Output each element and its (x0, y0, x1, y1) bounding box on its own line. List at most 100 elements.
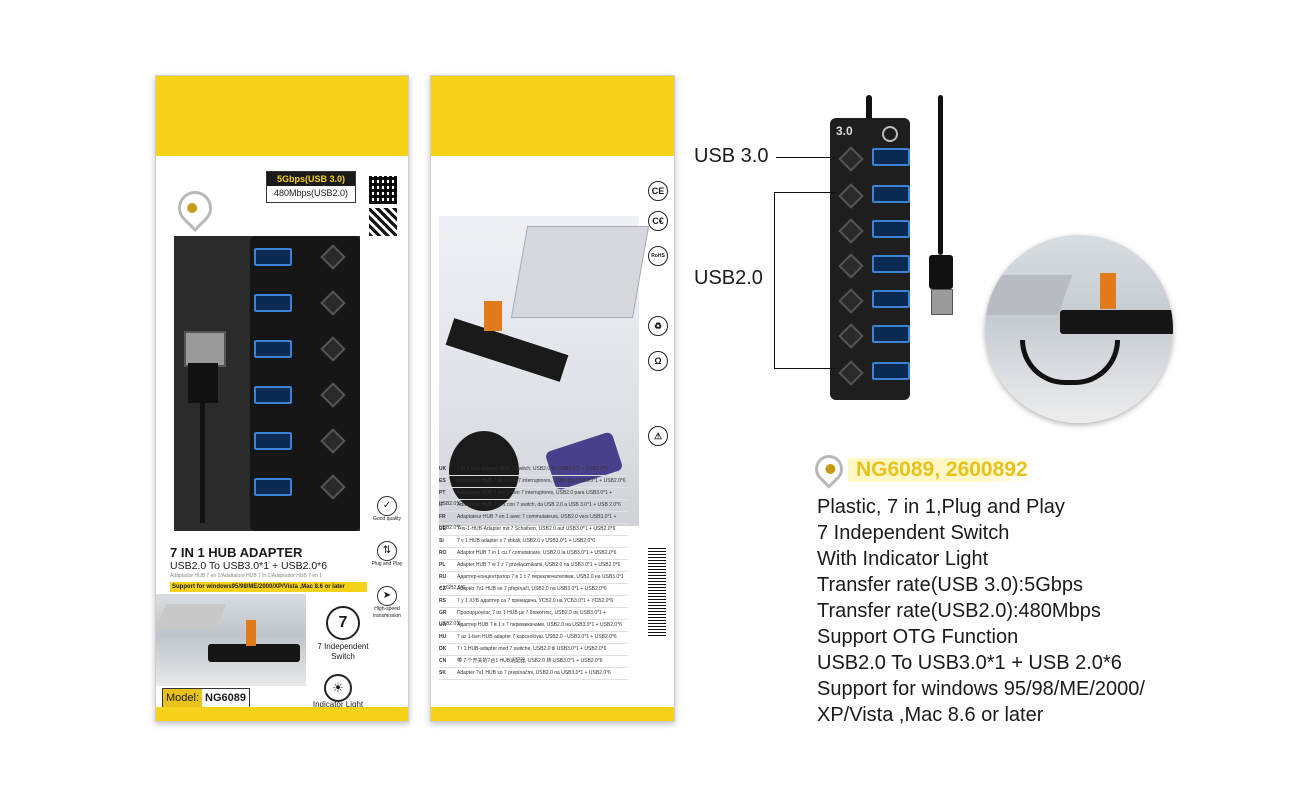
feature-line: USB2.0 To USB3.0*1 + USB 2.0*6 (817, 652, 1122, 674)
product-window (174, 236, 360, 531)
switch-count-label: 7 Independent Switch (317, 642, 369, 661)
table-row: SK Adaptér 7v1 HUB so 7 prepínačmi, USB2.… (439, 668, 628, 680)
package-small-line: Adaptador HUB 7 en 1/Adattatore HUB 7 in… (170, 573, 323, 579)
usb2-bracket-top (774, 192, 836, 193)
ohm-icon: Ω (648, 351, 668, 371)
usb-plug-icon (929, 255, 953, 289)
lang-text: Adattatore HUB 7 in 1 con 7 switch, da U… (457, 502, 621, 508)
lang-text: Адаптер HUB 7 в 1 з 7 перемикачами, USB2… (457, 622, 622, 628)
finger-closeup-shape (449, 431, 519, 511)
lang-code: DE (439, 526, 446, 532)
hub-photo-shape (445, 318, 569, 382)
usb-stick-shape (1100, 273, 1116, 309)
usb-cable-line (938, 95, 943, 255)
usb2-bracket-vertical (774, 192, 775, 368)
lang-code: UA (439, 622, 447, 628)
usb3-callout-line (776, 157, 836, 158)
usb-plug-metal (931, 289, 953, 315)
plug-and-play-icon: ⇅ (377, 541, 397, 561)
lang-text: 带 7 个开关的7合1 HUB适配器, USB2.0 转 USB3.0*1 + … (457, 658, 603, 664)
feature-line: Transfer rate(USB2.0):480Mbps (817, 600, 1101, 622)
lang-text: Adaptador HUB 7 en 1 con 7 interruptores… (457, 478, 626, 484)
package-front-window-frame (156, 156, 408, 166)
hub-usb3-badge: 3.0 (836, 124, 853, 138)
speed-badge-usb2: 480Mbps(USB2.0) (273, 188, 349, 198)
lang-text: 7 у 1 ХУБ адаптер са 7 прекидача, УСБ2.0… (457, 598, 614, 604)
table-row: DE 7-in-1-HUB-Adapter mit 7 Schaltern, US… (439, 524, 628, 536)
laptop-shape (510, 226, 650, 318)
lang-code: RO (439, 550, 447, 556)
table-row: IT Adattatore HUB 7 in 1 con 7 switch, da… (439, 500, 628, 512)
usb-port-icon (254, 340, 292, 358)
lang-text: 7-in-1-HUB-Adapter mit 7 Schaltern, USB2… (457, 526, 616, 532)
warning-icon: ⚠ (648, 426, 668, 446)
lang-code: SK (439, 670, 446, 676)
package-back-top-band (431, 76, 674, 156)
side-icon-label: Plug and Play (371, 561, 403, 567)
cable-loop-shape (1020, 340, 1120, 385)
usb2-port-icon (872, 362, 910, 380)
lang-text: Adaptor HUB 7 in 1 cu 7 comutatoare, USB… (457, 550, 617, 556)
side-icon-label: Good quality (372, 516, 402, 522)
usb2-bracket-bottom (774, 368, 836, 369)
lang-code: PT (439, 490, 446, 496)
usb2-port-icon (872, 325, 910, 343)
hub-logo-icon (882, 126, 898, 142)
feature-line: XP/Vista ,Mac 8.6 or later (817, 704, 1044, 726)
lang-code: HU (439, 634, 447, 640)
speed-badge-usb3: 5Gbps(USB 3.0) (267, 172, 355, 186)
table-row: RO Adaptor HUB 7 in 1 cu 7 comutatoare, U… (439, 548, 628, 560)
lifestyle-circle-photo (985, 235, 1173, 423)
high-speed-icon: ➤ (377, 586, 397, 606)
usb3-callout-label: USB 3.0 (694, 145, 769, 167)
lang-code: IT (439, 502, 444, 508)
lifestyle-photo (156, 594, 306, 686)
table-row: CN 带 7 个开关的7合1 HUB适配器, USB2.0 转 USB3.0*1 … (439, 656, 628, 668)
lang-text: Adaptér 7v1 HUB so 7 prepínačmi, USB2.0 … (457, 670, 611, 676)
table-row: UK 7 in 1 Hub Adapter With 7 Switch, USB2… (439, 464, 628, 476)
usb-stick-shape (484, 301, 502, 331)
lang-code: UK (439, 466, 447, 472)
model-codes: NG6089, 2600892 (848, 458, 1036, 482)
lang-code: ES (439, 478, 446, 484)
feature-line: Transfer rate(USB 3.0):5Gbps (817, 574, 1084, 596)
usb-port-icon (254, 432, 292, 450)
usb-port-icon (254, 294, 292, 312)
feature-line: With Indicator Light (817, 548, 989, 570)
indicator-light-label: Indicator Light (312, 700, 364, 709)
usb2-port-icon (872, 255, 910, 273)
cert-icon: CE (648, 181, 668, 201)
hub-photo-shape (1060, 310, 1173, 334)
laptop-shape (985, 275, 1073, 315)
lang-code: CN (439, 658, 447, 664)
package-subtitle: USB2.0 To USB3.0*1 + USB2.0*6 (170, 560, 328, 572)
laptop-shape (156, 604, 226, 630)
package-back-bottom-band (431, 707, 674, 721)
lang-code: FR (439, 514, 446, 520)
switch-count-badge: 7 (326, 606, 360, 640)
table-row: UA Адаптер HUB 7 в 1 з 7 перемикачами, US… (439, 620, 628, 632)
lang-text: 7 i 1 HUB-adapter med 7 switche, USB2.0 … (457, 646, 607, 652)
brand-logo-icon (809, 449, 849, 489)
usb2-port-icon (872, 220, 910, 238)
usb-stick-shape (246, 620, 256, 646)
usb-plug-body (188, 363, 218, 403)
back-photo (439, 216, 650, 526)
good-quality-icon: ✓ (377, 496, 397, 516)
recycle-icon: ♻ (648, 316, 668, 336)
model-tag: Model: NG6089 (162, 688, 251, 708)
lang-text: 7 in 1 Hub Adapter With 7 Switch, USB2.0… (457, 466, 608, 472)
package-support-line: Support for windows95/98/ME/2000/XP/Vist… (170, 582, 367, 592)
package-front: 5Gbps(USB 3.0) 480Mbps(USB2.0) ✓ Good qu… (155, 75, 409, 722)
cable-line (200, 403, 205, 523)
lang-text: 7 v 1 HUB adapter s 7 stikali, USB2.0 v … (457, 538, 595, 544)
